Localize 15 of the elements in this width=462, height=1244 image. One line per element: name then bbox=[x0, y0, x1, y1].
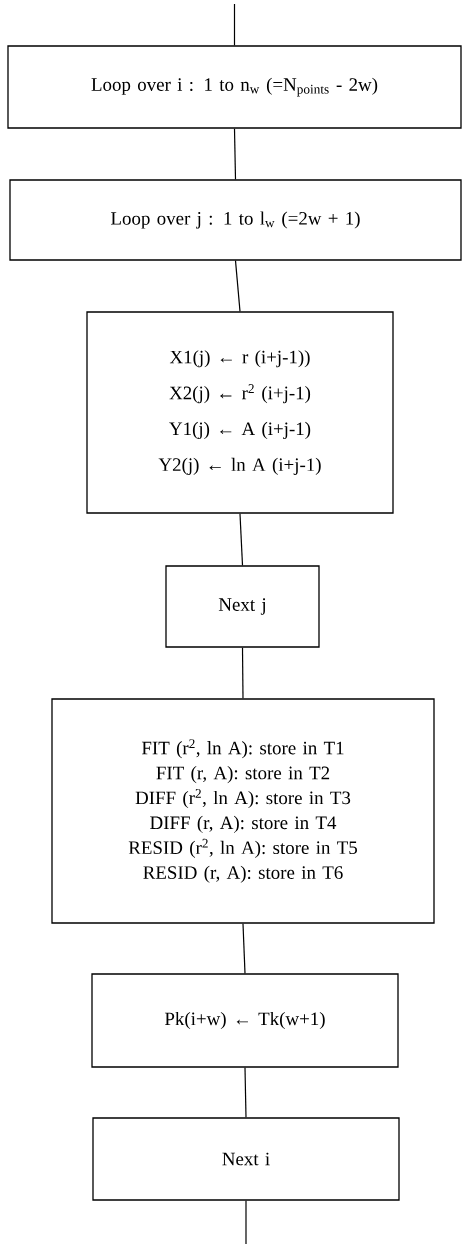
connector-line bbox=[239, 513, 244, 566]
process-box: X1(j) ← r (i+j-1)) X2(j) ← r$^{2}$ (i+j-1) Y1(j) ← A (i+j-1) Y2(j) ← ln A (i+j-1) bbox=[86, 311, 394, 514]
connector-line bbox=[242, 923, 246, 974]
process-box: Next i bbox=[92, 1117, 400, 1201]
connector-line bbox=[241, 647, 244, 699]
process-box: Loop over i : 1 to n$_{w}$ (=N$_{points}$ - 2w) bbox=[7, 45, 462, 129]
process-box: Pk(i+w) ← Tk(w+1) bbox=[91, 973, 399, 1068]
connector-line bbox=[244, 1067, 247, 1118]
process-box: Loop over j : 1 to l$_{w}$ (=2w + 1) bbox=[9, 179, 462, 261]
process-box: Next j bbox=[165, 565, 320, 648]
connector-line bbox=[233, 128, 237, 180]
connector-line bbox=[233, 3, 236, 46]
process-box: FIT (r$^{2}$, ln A): store in T1 FIT (r, A): store in T2 DIFF (r$^{2}$, ln A): store in T3 DIFF (r, A): store in T4 RESID (r$^{2}$, ln A): store in T5 RESID (r, A): store in T6 bbox=[51, 698, 435, 924]
connector-line bbox=[234, 260, 241, 312]
connector-line bbox=[245, 1200, 247, 1244]
